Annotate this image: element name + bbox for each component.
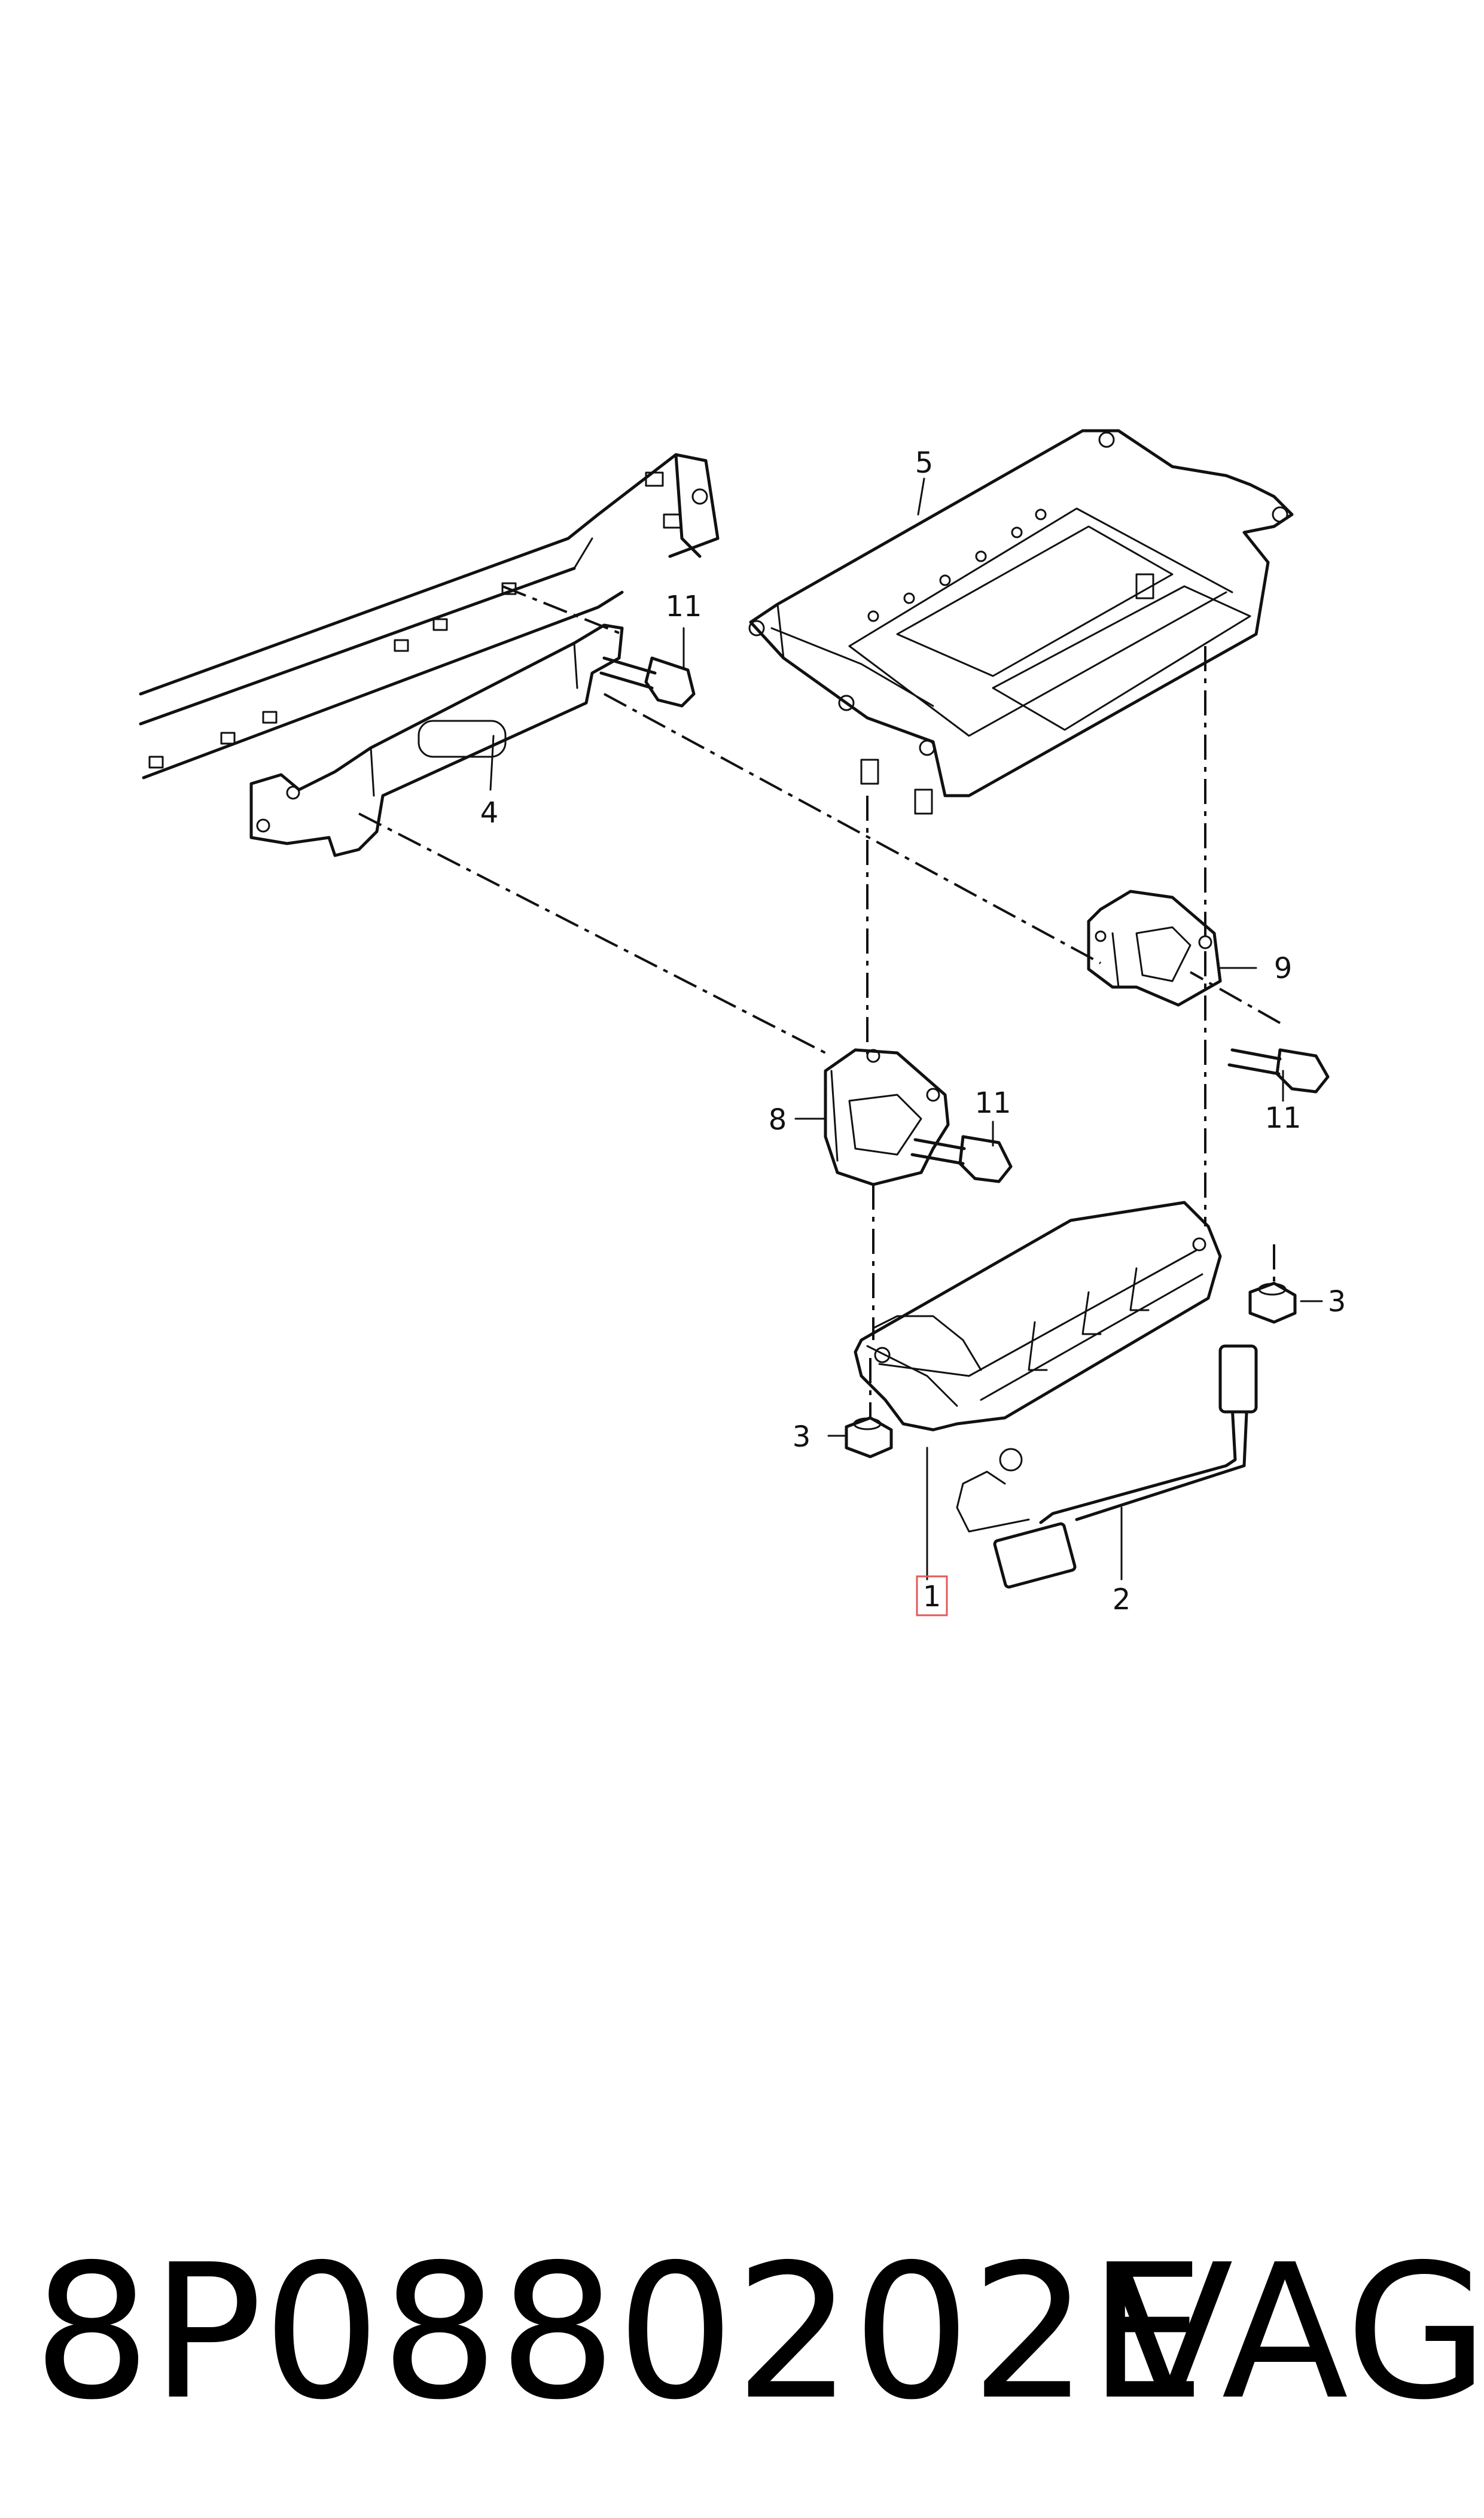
part-2-wiring-harness [956,1344,1258,1589]
part-4-bracket [249,623,624,857]
part-3-nut-left [845,1416,893,1459]
callout-8[interactable]: 8 [769,1103,787,1137]
part-3-nut-right [1248,1281,1297,1324]
callout-11-middle[interactable]: 11 [974,1086,1011,1120]
part-11-bolt-right [1227,1048,1330,1094]
callout-3-right[interactable]: 3 [1328,1285,1346,1319]
part-9-bracket [1087,890,1222,1007]
part-number-text: 8P0880202E [33,2225,1206,2441]
callout-1-highlight-box [916,1575,948,1616]
callout-9[interactable]: 9 [1274,952,1293,985]
brand-text: VAG [1107,2225,1484,2441]
cross-member-beam [139,453,720,780]
leader-lines [489,477,1323,1581]
part-8-bracket [824,1048,950,1186]
assembly-lines [358,585,1281,1418]
callout-4[interactable]: 4 [480,796,499,830]
callout-1[interactable]: 1 [923,1580,941,1613]
part-11-bolt-middle [910,1135,1013,1183]
part-1-airbag-module [854,1201,1222,1432]
callout-11-upper[interactable]: 11 [665,590,702,623]
part-5-carrier-frame [748,429,1294,815]
callouts: 1 2 3 3 4 5 8 9 11 11 11 [480,446,1346,1616]
callout-11-right[interactable]: 11 [1264,1101,1301,1135]
part-11-bolt-upper [599,656,696,708]
callout-2[interactable]: 2 [1113,1583,1131,1616]
callout-3-left[interactable]: 3 [793,1420,811,1454]
callout-5[interactable]: 5 [915,446,934,480]
